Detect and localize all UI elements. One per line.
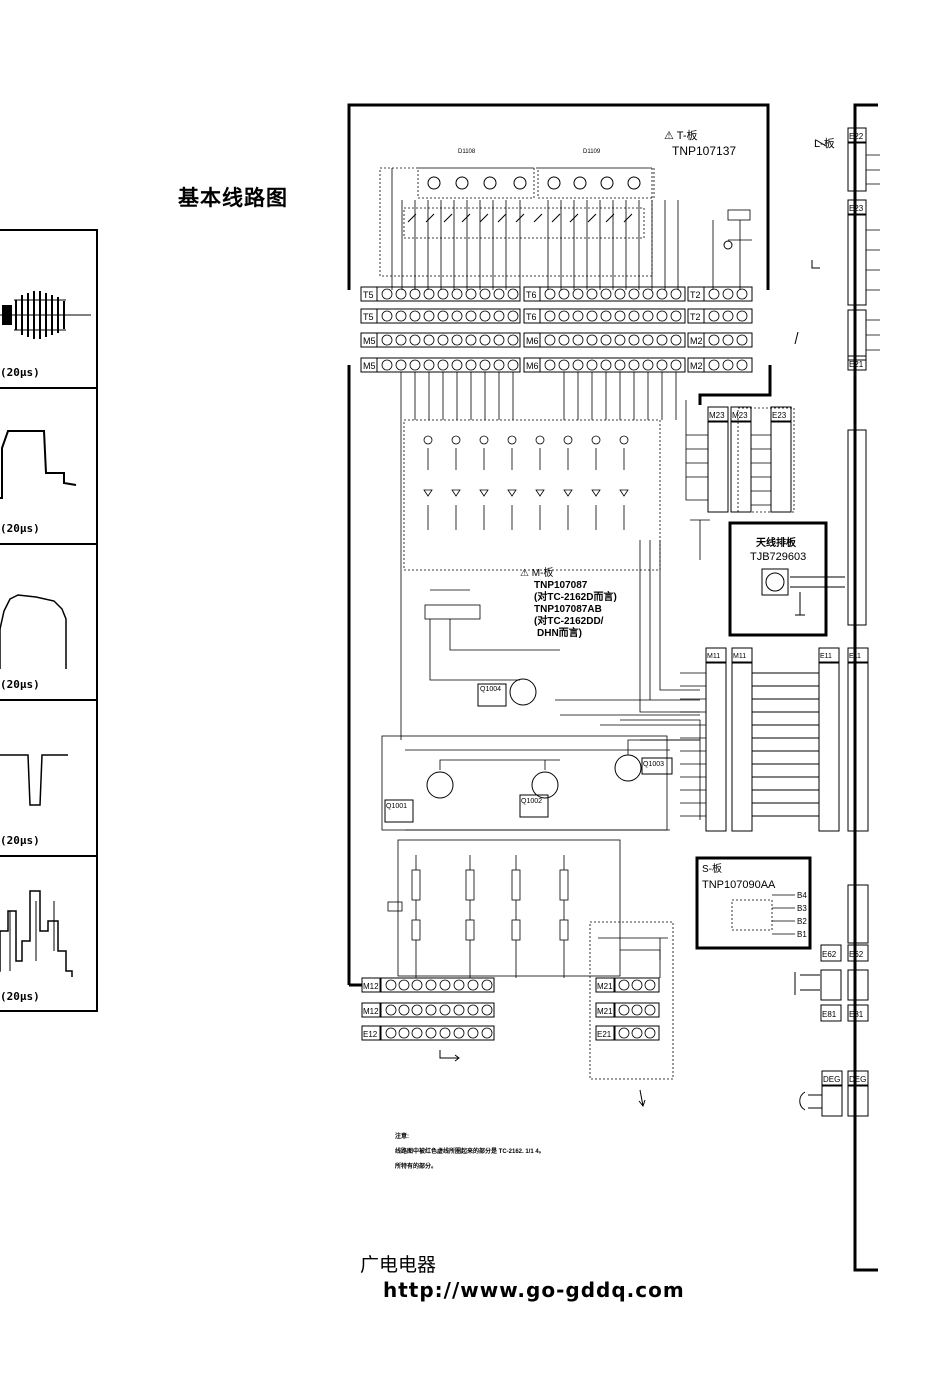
conn-e21-bottom: E21 <box>597 1030 612 1039</box>
waveform-staircase <box>0 890 73 977</box>
s-board-frame <box>695 856 812 950</box>
conn-t5-b: T5 <box>363 312 374 322</box>
waveform-burst <box>0 291 91 339</box>
conn-m2-b: M2 <box>690 361 703 371</box>
conn-e62-a: E62 <box>822 950 837 959</box>
waveform-cell: (20μs) <box>0 855 96 1011</box>
note-line-2: 所特有的部分。 <box>395 1162 437 1170</box>
l-board-name: L-板 <box>814 136 835 150</box>
s-pin-b4: B4 <box>797 891 807 900</box>
conn-m6-b: M6 <box>526 361 539 371</box>
m-board-line: TNP107087 <box>534 580 588 591</box>
waveform-negative-pulse <box>0 754 68 806</box>
conn-t6-a: T6 <box>526 290 537 300</box>
waveform-time: (20μs) <box>0 678 40 691</box>
transistor-q1001 <box>426 771 454 799</box>
conn-m6-a: M6 <box>526 336 539 346</box>
l-board-frame <box>853 103 878 1272</box>
page-title: 基本线路图 <box>178 186 288 210</box>
s-board-name: S-板 <box>702 862 722 875</box>
conn-e11-b: E11 <box>849 653 861 660</box>
conn-m23-b: M23 <box>732 411 748 420</box>
m-board-line: (对TC-2162DD/ <box>534 614 604 627</box>
conn-m11-b: M11 <box>733 653 746 660</box>
conn-e22: E22 <box>849 132 864 141</box>
conn-m5-b: M5 <box>363 361 376 371</box>
conn-m5-a: M5 <box>363 336 376 346</box>
s-pin-b2: B2 <box>797 917 807 926</box>
transistor-q1003 <box>614 754 642 782</box>
conn-m23-a: M23 <box>709 411 725 420</box>
footer-company: 广电电器 <box>360 1254 437 1276</box>
t-board-part: TNP107137 <box>672 144 736 158</box>
q1003-label: Q1003 <box>643 761 664 768</box>
q1001-label: Q1001 <box>386 803 407 810</box>
conn-e12: E12 <box>363 1030 378 1039</box>
conn-m21-a: M21 <box>597 982 613 991</box>
q1004-label: Q1004 <box>480 686 501 693</box>
conn-e21: E21 <box>849 360 864 369</box>
waveform-time: (20μs) <box>0 990 40 1003</box>
waveform-cell: (20μs) <box>0 387 96 543</box>
note-line-1: 线路图中被红色虚线所圈起来的部分是 TC-2162. 1/1 4。 <box>395 1147 545 1155</box>
conn-deg-a: DEG <box>823 1075 840 1084</box>
led-d1109: D1109 <box>583 149 601 155</box>
antenna-board-name: 天线排板 <box>756 536 797 549</box>
t-board-name: ⚠ T-板 <box>664 128 698 142</box>
led-d1108: D1108 <box>458 149 476 155</box>
m-board-line: (对TC-2162D而言) <box>534 590 617 603</box>
conn-m12-b: M12 <box>363 1007 379 1016</box>
waveform-panel: (20μs) (20μs) (20μs) (20μs) (20μs) <box>0 229 98 1012</box>
waveform-time: (20μs) <box>0 834 40 847</box>
antenna-board-frame <box>728 521 828 637</box>
transistor-q1002 <box>531 771 559 799</box>
conn-deg-b: DEG <box>849 1075 866 1084</box>
conn-t6-b: T6 <box>526 312 537 322</box>
connector-rows <box>360 286 753 373</box>
waveform-time: (20μs) <box>0 522 40 535</box>
waveform-cell: (20μs) <box>0 699 96 855</box>
waveform-cell: (20μs) <box>0 543 96 699</box>
conn-m11-a: M11 <box>707 653 720 660</box>
conn-e81-b: E81 <box>849 1010 864 1019</box>
conn-e23: E23 <box>772 411 787 420</box>
conn-m2-a: M2 <box>690 336 703 346</box>
conn-e62-b: E62 <box>849 950 864 959</box>
conn-e81-a: E81 <box>822 1010 837 1019</box>
s-pin-b3: B3 <box>797 904 807 913</box>
conn-m12-a: M12 <box>363 982 379 991</box>
conn-m21-b: M21 <box>597 1007 613 1016</box>
m-board-line: DHN而言) <box>537 626 582 639</box>
s-pin-b1: B1 <box>797 930 807 939</box>
waveform-cell: (20μs) <box>0 231 96 387</box>
waveform-time: (20μs) <box>0 366 40 379</box>
conn-t2-b: T2 <box>690 312 701 322</box>
conn-e11-a: E11 <box>820 653 832 660</box>
t-board-frame <box>347 103 770 290</box>
m-board-name: ⚠ M-板 <box>520 566 553 579</box>
s-board-part: TNP107090AA <box>702 879 776 891</box>
conn-e23-right: E23 <box>849 204 864 213</box>
transistor-q1004 <box>509 678 537 706</box>
note-title: 注意: <box>395 1132 409 1140</box>
q1002-label: Q1002 <box>521 798 542 805</box>
conn-t5-a: T5 <box>363 290 374 300</box>
m-board-line: TNP107087AB <box>534 604 602 615</box>
waveform-step-pulse <box>0 430 77 499</box>
conn-t2-a: T2 <box>690 290 701 300</box>
antenna-board-part: TJB729603 <box>750 551 806 563</box>
footer-url-link[interactable]: http://www.go-gddq.com <box>383 1278 685 1302</box>
waveform-ramp-arc <box>0 594 67 669</box>
